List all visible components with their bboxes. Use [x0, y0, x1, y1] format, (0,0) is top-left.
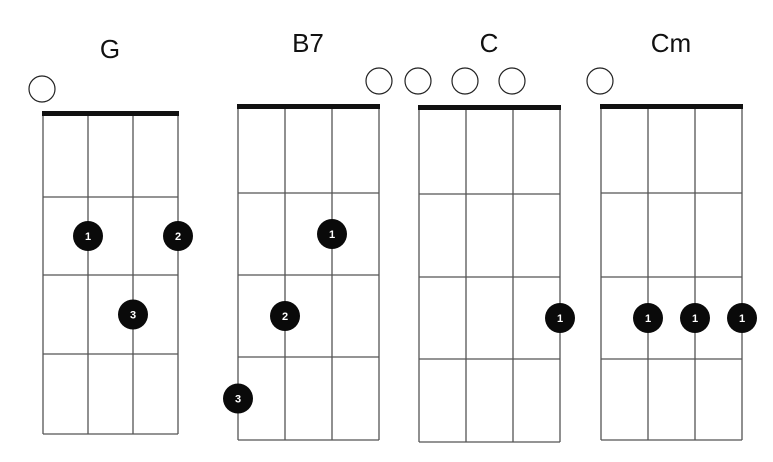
open-string-marker: [586, 67, 614, 95]
finger-number: 1: [645, 313, 651, 325]
finger-dot: 2: [270, 301, 300, 331]
chord-cm: Cm 1 1 1: [586, 28, 757, 441]
finger-dot-circle: [680, 303, 710, 333]
nut: [42, 111, 179, 116]
finger-dot: 1: [727, 303, 757, 333]
open-string-marker: [28, 75, 56, 103]
finger-dot-circle: [118, 299, 148, 330]
chord-name: Cm: [651, 28, 691, 58]
chord-name: C: [480, 28, 499, 58]
chord-c: C1: [365, 28, 575, 443]
finger-dot: 3: [223, 383, 253, 414]
chord-name: B7: [292, 28, 324, 58]
finger-dot: 2: [163, 221, 193, 251]
open-string-marker: [451, 67, 479, 95]
finger-dot-circle: [223, 383, 253, 414]
chord-g: G 1 2 3: [28, 34, 193, 435]
nut: [600, 104, 743, 109]
finger-number: 1: [557, 313, 563, 325]
chord-b7: B7 1 2 3: [223, 28, 380, 441]
chord-name: G: [100, 34, 120, 64]
finger-dot-circle: [317, 219, 347, 249]
nut: [418, 105, 561, 110]
finger-dot: 1: [633, 303, 663, 333]
finger-dot: 1: [680, 303, 710, 333]
finger-dot-circle: [163, 221, 193, 251]
finger-number: 2: [282, 311, 288, 323]
open-string-marker: [404, 67, 432, 95]
finger-dot-circle: [270, 301, 300, 331]
finger-dot-circle: [727, 303, 757, 333]
finger-number: 1: [85, 231, 91, 243]
finger-number: 1: [739, 313, 745, 325]
finger-dot-circle: [633, 303, 663, 333]
finger-dot: 1: [73, 221, 103, 251]
finger-number: 3: [130, 310, 136, 322]
open-string-marker: [498, 67, 526, 95]
finger-number: 2: [175, 231, 181, 243]
finger-number: 3: [235, 394, 241, 406]
finger-number: 1: [692, 313, 698, 325]
finger-number: 1: [329, 229, 335, 241]
finger-dot-circle: [73, 221, 103, 251]
finger-dot: 1: [545, 303, 575, 333]
finger-dot-circle: [545, 303, 575, 333]
open-string-marker: [365, 67, 393, 95]
finger-dot: 1: [317, 219, 347, 249]
nut: [237, 104, 380, 109]
finger-dot: 3: [118, 299, 148, 330]
